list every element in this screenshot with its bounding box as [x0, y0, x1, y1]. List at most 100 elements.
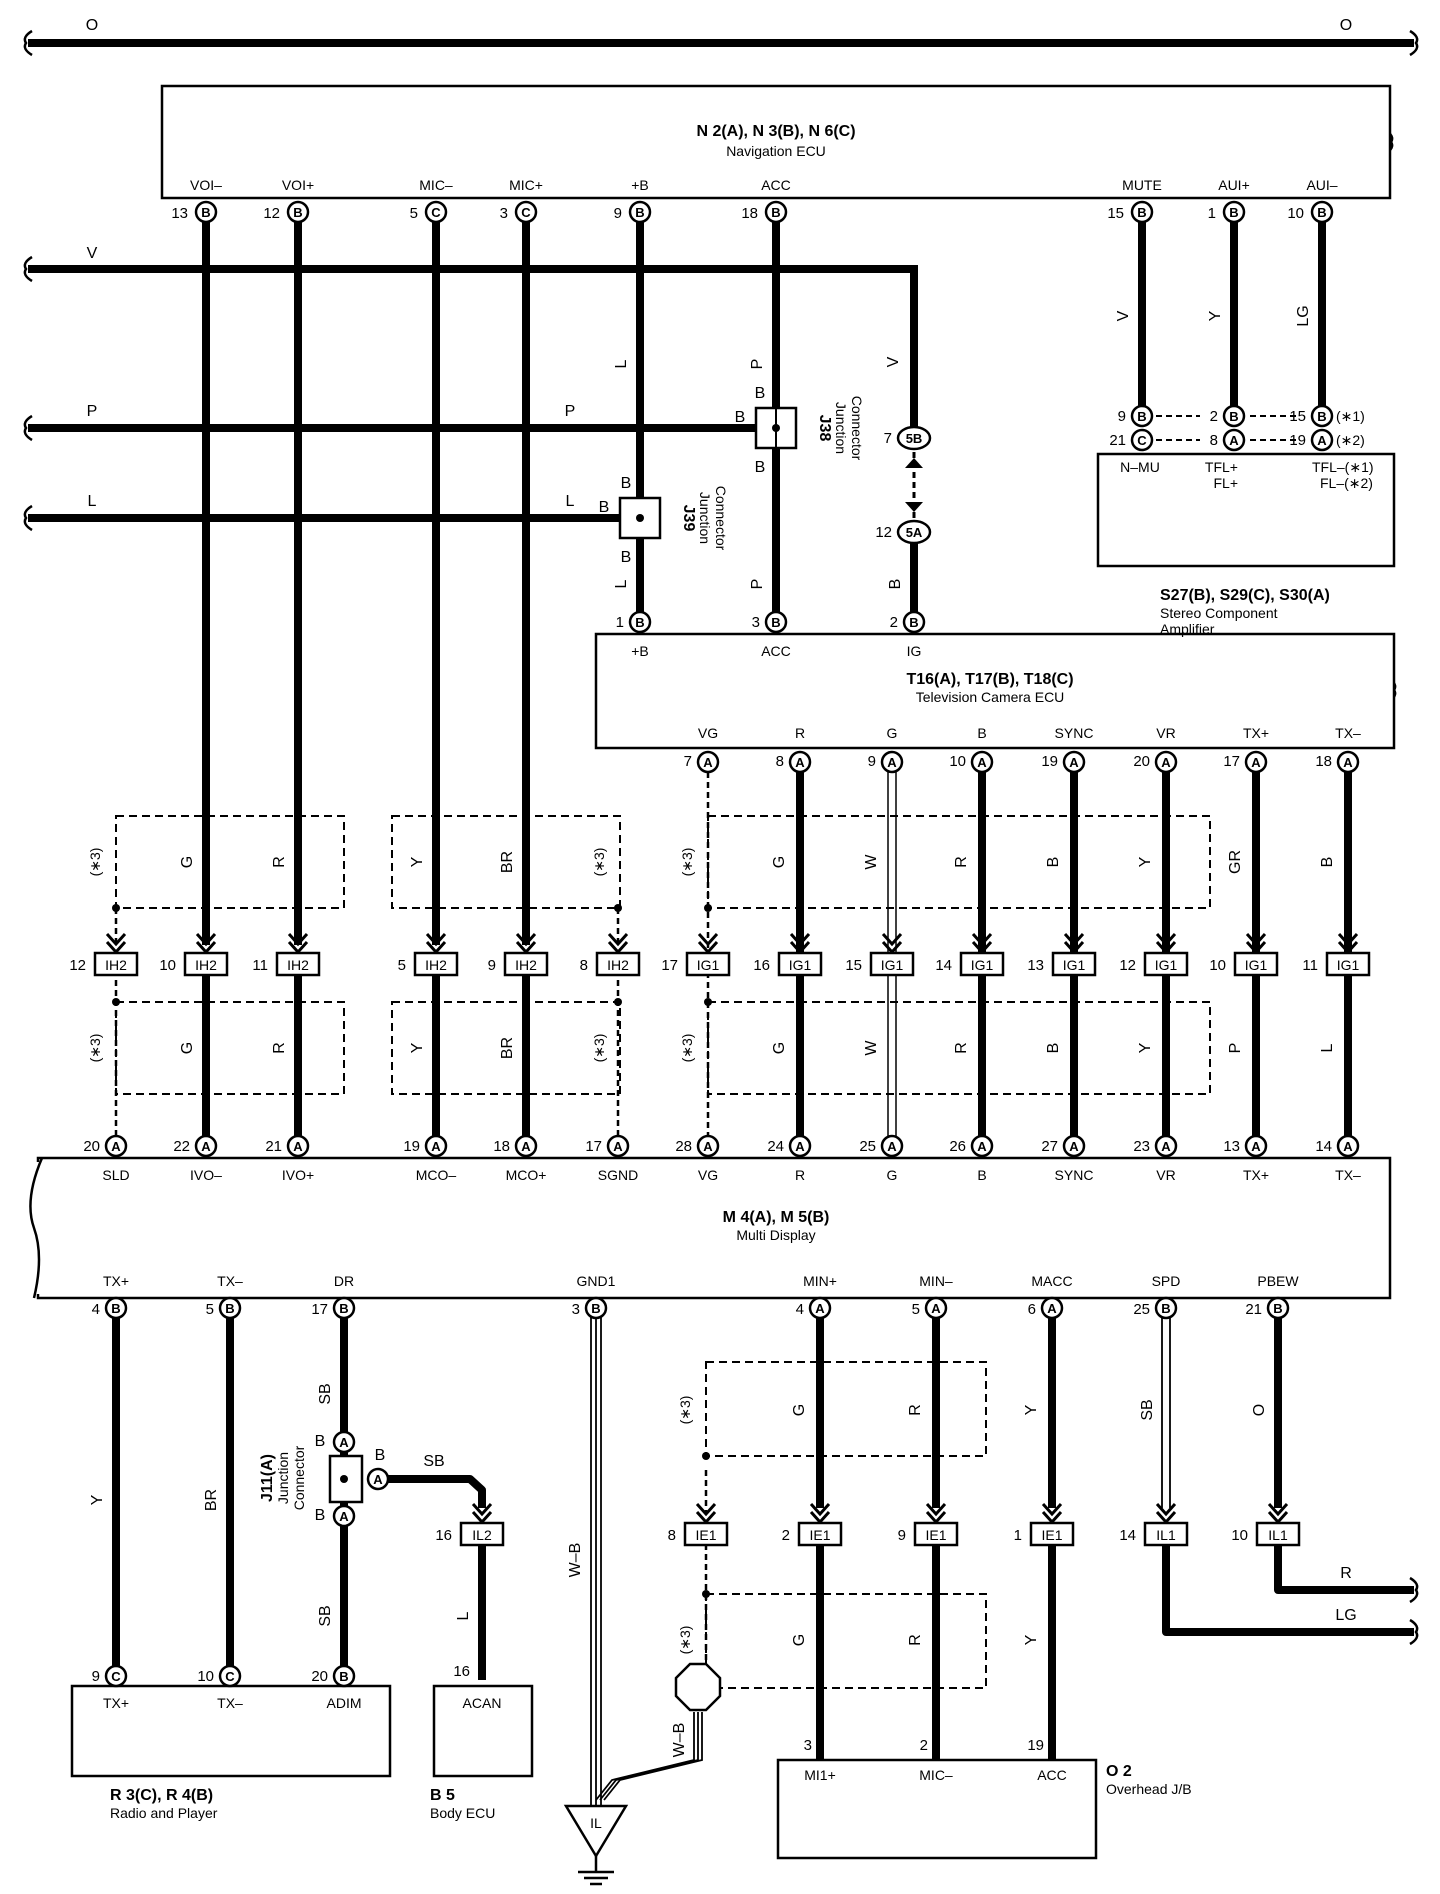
md-top-name-2: IVO+	[282, 1167, 314, 1183]
connector-5a-num: 12	[875, 524, 892, 541]
md-bottom-name-5: MIN–	[919, 1273, 953, 1289]
il1-connector-0	[1143, 1521, 1189, 1547]
radio-pin-2	[332, 1664, 356, 1688]
ih2-shield-node-1	[112, 904, 120, 912]
bus-o-left-break	[23, 29, 33, 57]
ojb-pin-name-0: MI1+	[804, 1767, 836, 1783]
tv-top-name-1: ACC	[761, 643, 791, 659]
bus-l-label: L	[88, 493, 97, 510]
ig1-connector-6-num: 10	[1209, 957, 1226, 974]
ig1-arrow-6	[1245, 932, 1267, 947]
pbew-out-wire	[1274, 1546, 1414, 1594]
ig1-upper-color-1: W	[863, 854, 880, 870]
ie1-connector-3-label: IE1	[1041, 1527, 1062, 1543]
md-bottom-pin-4	[808, 1296, 832, 1320]
ih2-arrow-3	[425, 932, 447, 947]
md-top-pin-2	[286, 1134, 310, 1158]
ih2-connector-2-label: IH2	[287, 957, 309, 973]
connector-5b-num: 7	[884, 430, 892, 447]
stereo-row1-num-1: 2	[1210, 408, 1218, 425]
ig1-connector-2-label: IG1	[881, 957, 904, 973]
md-top-pin-5-letter: A	[613, 1139, 623, 1154]
ig1-connector-3-num: 14	[935, 957, 952, 974]
j11-name2: Connector	[291, 1445, 307, 1510]
ih2-upper-color-1: R	[271, 856, 288, 868]
tv-bottom-num-7: 18	[1315, 753, 1332, 770]
j38-bottom-letter: B	[755, 459, 766, 476]
wires-layer	[23, 29, 1419, 1886]
ig1-connector-5-num: 12	[1119, 957, 1136, 974]
radio-pin-2-letter: B	[339, 1669, 348, 1684]
il2-arrow	[471, 1502, 493, 1517]
nav-pin-6	[1130, 200, 1154, 224]
md-top-num-8: 25	[859, 1138, 876, 1155]
nav-pin-8-name: AUI–	[1306, 177, 1337, 193]
tv-bottom-pin-3-letter: A	[977, 755, 987, 770]
il2-connector-num: 16	[435, 1527, 452, 1544]
ig1-connector-0-label: IG1	[697, 957, 720, 973]
out-lg-label: LG	[1335, 1607, 1356, 1624]
md-bottom-num-6: 6	[1028, 1301, 1036, 1318]
bus-v-drop-color: V	[885, 356, 902, 367]
md-top-pin-9	[970, 1134, 994, 1158]
md-bottom-pin-2	[332, 1296, 356, 1320]
ih2-connector-1-label: IH2	[195, 957, 217, 973]
ig1-connector-4-num: 13	[1027, 957, 1044, 974]
ih2-connector-3	[413, 951, 459, 977]
md-bottom-pin-7	[1154, 1296, 1178, 1320]
md-top-pin-7-letter: A	[795, 1139, 805, 1154]
md-top-pin-12	[1244, 1134, 1268, 1158]
ig1-connector-3-label: IG1	[971, 957, 994, 973]
md-bottom-pin-0-letter: B	[111, 1301, 120, 1316]
md-top-pin-4	[514, 1134, 538, 1158]
ie1-arrow-0	[695, 1502, 717, 1517]
ojb-pin-num-0: 3	[804, 1737, 812, 1754]
tv-bottom-name-4: SYNC	[1055, 725, 1094, 741]
nav-pin-4-letter: B	[635, 205, 644, 220]
multi-display-break	[29, 1157, 44, 1299]
navigation-ecu-code: N 2(A), N 3(B), N 6(C)	[696, 123, 855, 140]
ig1-upper-shield	[707, 815, 1211, 909]
nav-pin-4-num: 9	[614, 205, 622, 222]
md-top-num-6: 28	[675, 1138, 692, 1155]
md-top-pin-0	[104, 1134, 128, 1158]
tv-bottom-pin-6-letter: A	[1251, 755, 1261, 770]
stereo-row2-pin-1	[1222, 428, 1246, 452]
spd-out-wire	[1162, 1546, 1414, 1636]
nav-pin-1-letter: B	[293, 205, 302, 220]
md-bottom-num-0: 4	[92, 1301, 100, 1318]
stereo-row1-num-2: 15	[1289, 408, 1306, 425]
ie1-shield-node-2	[702, 1590, 710, 1598]
radio-pin-name-2: ADIM	[327, 1695, 362, 1711]
stereo-tfl-plus: TFL+	[1205, 459, 1238, 475]
md-top-pin-12-letter: A	[1251, 1139, 1261, 1154]
ig1-arrow-1	[789, 932, 811, 947]
nav-pin-7-name: AUI+	[1218, 177, 1250, 193]
tv-bottom-pin-3	[970, 750, 994, 774]
ig1-connector-7-num: 11	[1302, 957, 1318, 974]
out-r-label: R	[1340, 1565, 1352, 1582]
tv-top-name-0: +B	[631, 643, 649, 659]
stereo-row2-note: (∗2)	[1336, 432, 1365, 448]
md-top-name-8: G	[887, 1167, 898, 1183]
md-bottom-num-3: 3	[572, 1301, 580, 1318]
md-top-pin-13	[1336, 1134, 1360, 1158]
ojb-code: O 2	[1106, 1763, 1132, 1780]
il1-connector-1	[1255, 1521, 1301, 1547]
body-code: B 5	[430, 1787, 455, 1804]
j38-top-letter: B	[755, 385, 766, 402]
md-top-num-5: 17	[585, 1138, 602, 1155]
ih2-connector-0-label: IH2	[105, 957, 127, 973]
ih2-arrow-5	[607, 932, 629, 947]
stereo-row1-pin-1-letter: B	[1229, 409, 1238, 424]
ojb-pin-num-1: 2	[920, 1737, 928, 1754]
nav-mute-wire-color: V	[1115, 310, 1132, 321]
ie1-connector-2-label: IE1	[925, 1527, 946, 1543]
radio-pin-0	[104, 1664, 128, 1688]
ih2-shield-node-4	[614, 998, 622, 1006]
md-top-pin-10	[1062, 1134, 1086, 1158]
multi-display-box	[36, 1156, 1392, 1300]
nav-pin-8-num: 10	[1287, 205, 1304, 222]
ih2-lower-shield-right	[391, 1001, 621, 1095]
md-top-name-12: TX+	[1243, 1167, 1269, 1183]
